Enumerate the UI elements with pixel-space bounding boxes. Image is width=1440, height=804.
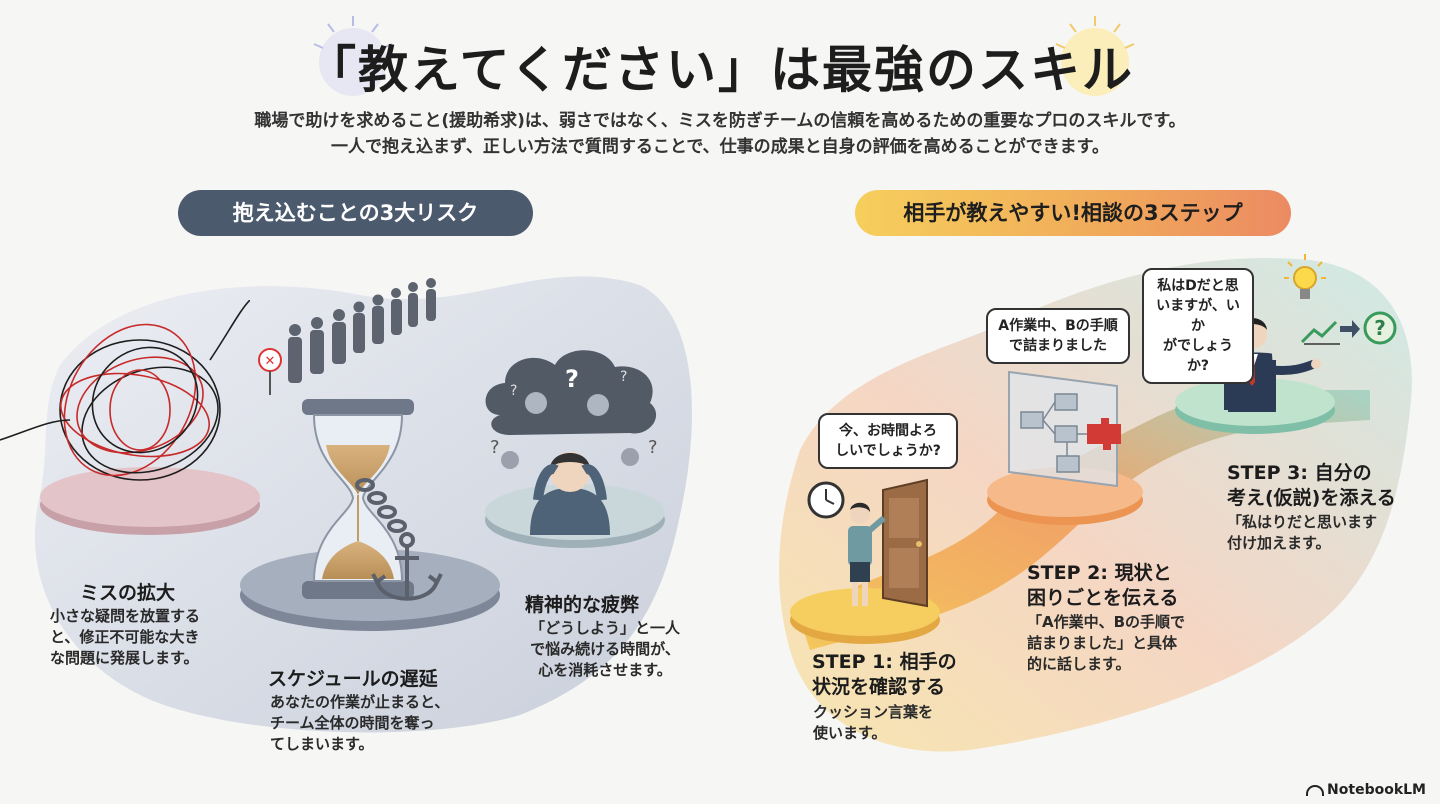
anchor-icon bbox=[355, 478, 443, 601]
step-3-title: STEP 3: 自分の 考え(仮説)を添える bbox=[1227, 462, 1396, 509]
risk-1-description: 小さな疑問を放置する と、修正不可能な大き な問題に発展します。 bbox=[50, 607, 201, 667]
step-1-speech-bubble: 今、お時間よろ しいでしょうか? bbox=[818, 413, 958, 469]
step-2-title: STEP 2: 現状と 困りごとを伝える bbox=[1027, 562, 1179, 609]
page-title: 「教えてください」は最強のスキル bbox=[306, 41, 1134, 99]
svg-text:?: ? bbox=[1374, 316, 1386, 340]
svg-text:?: ? bbox=[490, 437, 500, 458]
trend-arrow-icon bbox=[1300, 320, 1360, 345]
question-circle-icon: ? bbox=[1363, 311, 1397, 345]
step-2-speech-bubble: A作業中、Bの手順 で詰まりました bbox=[986, 308, 1130, 364]
tangled-thread-icon bbox=[0, 300, 250, 481]
lightbulb-icon bbox=[1284, 254, 1326, 299]
stressed-person-icon bbox=[530, 452, 610, 535]
svg-text:✕: ✕ bbox=[265, 354, 276, 369]
steps-heading: 相手が教えやすい!相談の3ステップ bbox=[855, 190, 1291, 236]
queue-people-icon: ✕ bbox=[258, 278, 436, 395]
svg-text:?: ? bbox=[565, 365, 579, 393]
risk-1-title: ミスの拡大 bbox=[80, 582, 176, 604]
step-1-title: STEP 1: 相手の 状況を確認する bbox=[812, 651, 957, 698]
page-subtitle-line-1: 職場で助けを求めること(援助希求)は、弱さではなく、ミスを防ぎチームの信頼を高め… bbox=[254, 111, 1186, 131]
step-3-description: 「私はりだと思います 付け加えます。 bbox=[1227, 513, 1378, 552]
door-icon bbox=[882, 478, 928, 608]
sun-glow-left-icon bbox=[313, 16, 393, 96]
svg-text:?: ? bbox=[510, 383, 517, 399]
risks-heading: 抱え込むことの3大リスク bbox=[178, 190, 533, 236]
step-1-description: クッション言葉を 使います。 bbox=[813, 703, 934, 742]
page-subtitle-line-2: 一人で抱え込まず、正しい方法で質問することで、仕事の成果と自身の評価を高めること… bbox=[331, 137, 1109, 157]
flowchart-icon bbox=[1008, 370, 1121, 488]
risk-2-description: あなたの作業が止まると、 チーム全体の時間を奪っ てしまいます。 bbox=[270, 693, 450, 753]
brand-logo: NotebookLM bbox=[1306, 782, 1426, 798]
risk-3-title: 精神的な疲弊 bbox=[525, 594, 640, 616]
risk-2-title: スケジュールの遅延 bbox=[268, 668, 438, 690]
risk-3-description: 「どうしよう」と一人 で悩み続ける時間が、 心を消耗させます。 bbox=[529, 619, 680, 679]
clock-icon bbox=[807, 481, 845, 519]
step-2-description: 「A作業中、Bの手順で 詰まりました」と具体 的に話します。 bbox=[1027, 613, 1186, 673]
step-3-speech-bubble: 私はDだと思 いますが、いか がでしょうか? bbox=[1142, 268, 1254, 384]
notebooklm-icon bbox=[1306, 784, 1325, 796]
storm-cloud-icon: ? ? ? ? ? bbox=[485, 350, 658, 469]
sun-glow-right-icon bbox=[1055, 16, 1135, 96]
svg-text:?: ? bbox=[620, 369, 627, 385]
person-knocking-icon bbox=[848, 502, 886, 606]
hourglass-icon bbox=[302, 399, 414, 599]
svg-text:?: ? bbox=[648, 437, 658, 458]
